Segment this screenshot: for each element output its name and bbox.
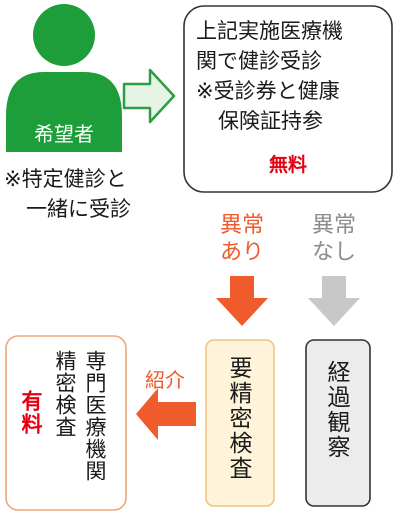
detailed-exam-label: 要精密検査: [225, 356, 251, 481]
person-body: [6, 72, 122, 152]
top-box-text: 上記実施医療機 関で健診受診 ※受診券と健康 保険証持参: [196, 16, 386, 136]
referral-label: 紹介: [145, 368, 185, 392]
top-box-line1: 上記実施医療機: [196, 19, 343, 43]
specialist-box: [5, 335, 127, 511]
top-box-line4: 保険証持参: [218, 109, 323, 133]
person-note-line1: ※特定健診と: [4, 167, 127, 191]
top-box-line3: ※受診券と健康: [196, 79, 340, 103]
arrow-left-orange-icon: [136, 388, 196, 440]
follow-up-box: [305, 339, 371, 507]
free-label: 無料: [268, 154, 307, 176]
arrow-right-icon: [122, 68, 176, 124]
arrow-down-gray-icon: [308, 276, 360, 326]
top-info-box: [183, 5, 393, 193]
branch-abnormal-line2: あり: [219, 240, 264, 265]
branch-abnormal-line1: 異常: [219, 213, 264, 238]
specialist-line2: 精密検査: [53, 350, 77, 438]
person-note: ※特定健診と 一緒に受診: [4, 164, 174, 224]
branch-normal-line2: なし: [311, 240, 356, 265]
paid-label: 有料: [19, 390, 43, 436]
branch-abnormal-label: 異常 あり: [212, 212, 272, 266]
follow-up-label: 経過観察: [323, 360, 349, 460]
person-note-line2: 一緒に受診: [26, 197, 131, 221]
person-icon: [6, 4, 122, 152]
detailed-exam-box: [205, 339, 275, 507]
person-head: [33, 4, 95, 66]
specialist-line1: 専門医療機関: [83, 350, 107, 482]
person-label: 希望者: [34, 122, 94, 146]
branch-normal-label: 異常 なし: [304, 212, 364, 266]
arrow-down-orange-icon: [216, 276, 268, 326]
branch-normal-line1: 異常: [311, 213, 356, 238]
top-box-line2: 関で健診受診: [196, 49, 322, 73]
